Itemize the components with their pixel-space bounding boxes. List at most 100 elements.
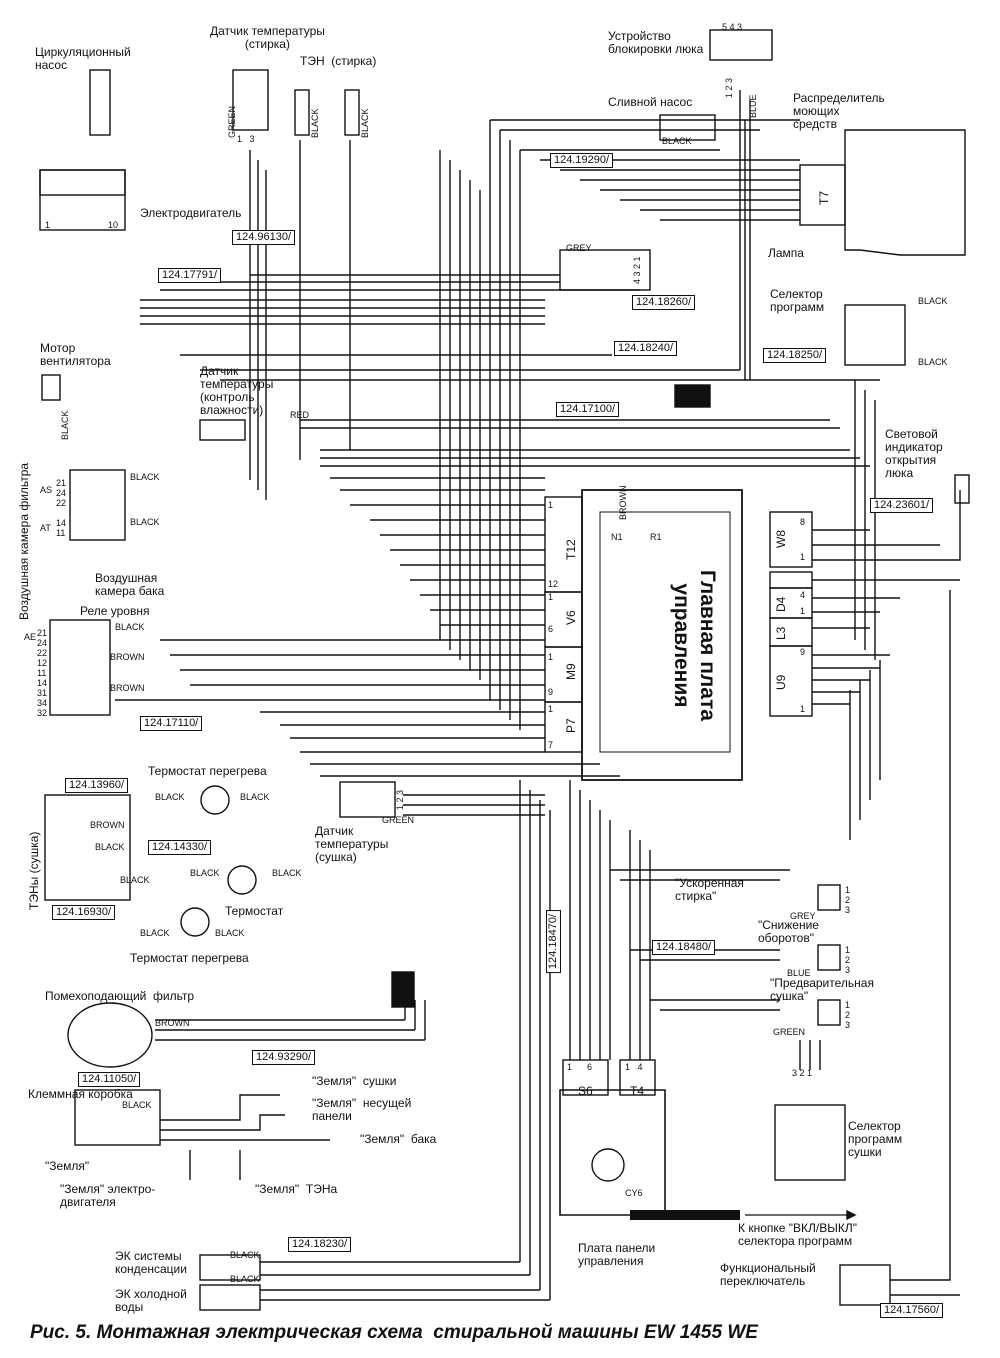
pins-door-lock-top: 5 4 3 [722, 22, 743, 32]
wire-black-ten1: BLACK [310, 108, 320, 138]
code-19290: 124.19290/ [550, 153, 614, 168]
panel-knob [591, 1148, 625, 1182]
code-17110: 124.17110/ [140, 716, 203, 731]
drain-pump-label: Сливной насос [608, 95, 693, 109]
connector-l3-label: L3 [774, 626, 788, 640]
pin-m9-1: 1 [548, 652, 553, 662]
thermostat-label: Термостат [225, 904, 284, 918]
wire-green-drying: GREEN [382, 815, 415, 825]
lamp-connector-shape [559, 249, 651, 291]
speed-reduce-label: "Снижение оборотов" [758, 918, 819, 945]
connector-p7-label: P7 [564, 718, 578, 733]
code-18480: 124.18480/ [652, 940, 716, 955]
pin-v6-1: 1 [548, 592, 553, 602]
pins-drying-temp: 1 2 3 [395, 789, 405, 810]
function-switch-shape [839, 1264, 891, 1306]
pin-u9-1: 1 [800, 704, 805, 714]
fast-wash-switch [817, 884, 841, 911]
connector-d4-label: D4 [774, 596, 788, 612]
connector-t12-label: T12 [564, 539, 578, 560]
main-board-label: Главная плата управления [670, 570, 719, 721]
wire-black-ten-a: BLACK [95, 842, 125, 852]
pin-t12-12: 12 [548, 579, 558, 589]
overheat-thermostat-bottom-label: Термостат перегрева [130, 951, 249, 965]
wire-brown-ten: BROWN [90, 820, 125, 830]
connector-n1-label: N1 [611, 532, 623, 542]
circ-pump-shape [89, 69, 111, 136]
pre-drying-label: "Предварительная сушка" [770, 976, 874, 1003]
wire-green-temp-wash: GREEN [227, 105, 237, 138]
wire-black-ten-b: BLACK [120, 875, 150, 885]
overheat-thermostat-top-shape [200, 785, 230, 815]
pin-d4-4: 4 [800, 590, 805, 600]
ek-condensation-shape [199, 1254, 261, 1281]
code-18250: 124.18250/ [763, 348, 827, 363]
connector-s6-label: S6 [578, 1084, 593, 1098]
function-switch-label: Функциональный переключатель [720, 1261, 816, 1288]
pin-p7-7: 7 [548, 740, 553, 750]
motor-top-shape [39, 169, 126, 196]
ground-panel-label: "Земля" несущей панели [312, 1096, 412, 1123]
circ-pump-label: Циркуляционный насос [35, 45, 131, 72]
pin-t12-1: 1 [548, 500, 553, 510]
connector-p7-block [544, 701, 583, 753]
code-18240: 124.18240/ [614, 341, 678, 356]
thermostat-shape [227, 865, 257, 895]
ten-wash-1-shape [294, 89, 310, 136]
wire-blue-door: BLUE [748, 94, 758, 118]
connector-as-label: AS [40, 485, 53, 495]
fast-wash-label: "Ускоренная стирка" [675, 876, 744, 903]
pins-pre-drying: 1 2 3 [845, 1000, 851, 1030]
ferrite-mid [391, 971, 415, 1008]
lamp-label: Лампа [768, 246, 804, 260]
ferrite-top [674, 384, 711, 408]
fan-motor-shape [41, 374, 61, 401]
pins-drying-selector: 3 2 1 [792, 1068, 813, 1078]
connector-s6-shape [562, 1059, 609, 1096]
connector-w8-label: W8 [774, 530, 788, 548]
pin-numbers: 1 12 1 6 1 9 1 7 8 1 4 1 9 1 1 10 [45, 220, 805, 750]
ten-wash-label: ТЭН (стирка) [300, 54, 377, 68]
pins-speed-reduce: 1 2 3 [845, 945, 851, 975]
wire-black-filter1: BLACK [130, 472, 160, 482]
connector-at-label: AT [40, 523, 51, 533]
ground-ten-label: "Земля" ТЭНа [255, 1182, 338, 1196]
code-23601: 124.23601/ [870, 498, 934, 513]
door-indicator-shape [954, 474, 970, 504]
code-96130: 124.96130/ [232, 230, 296, 245]
wire-black-ek2: BLACK [230, 1274, 260, 1284]
ek-condensation-label: ЭК системы конденсации [115, 1249, 187, 1276]
wire-brown-relay2: BROWN [110, 683, 145, 693]
wire-blue-speed: BLUE [787, 968, 811, 978]
pins-relay-1: 12 11 14 [37, 658, 48, 688]
connector-cy6-label: CY6 [625, 1188, 643, 1198]
code-13960: 124.13960/ [65, 778, 129, 793]
noise-filter-shape [67, 1002, 153, 1068]
code-17791: 124.17791/ [158, 268, 222, 283]
program-selector-label: Селектор программ [770, 287, 825, 314]
door-indicator-label: Световой индикатор открытия люка [885, 427, 943, 480]
pin-p7-1: 1 [548, 704, 553, 714]
wire-black-relay: BLACK [115, 622, 145, 632]
pins-relay-2: 31 34 32 [37, 688, 48, 718]
overheat-thermostat-top-label: Термостат перегрева [148, 764, 267, 778]
connector-small-block [769, 571, 813, 589]
pins-filter-at: 14 11 [56, 518, 67, 538]
code-17100: 124.17100/ [556, 402, 620, 417]
connector-m9-label: M9 [564, 663, 578, 680]
ten-wash-2-shape [344, 89, 360, 136]
wire-grey-fast: GREY [790, 911, 816, 921]
terminal-box-label: Клеммная коробка [28, 1087, 133, 1101]
wire-black-oh2: BLACK [240, 792, 270, 802]
pin-w8-8: 8 [800, 517, 805, 527]
noise-filter-label: Помехоподающий фильтр [45, 989, 195, 1003]
temp-humidity-shape [199, 419, 246, 441]
drying-selector-shape [774, 1104, 846, 1181]
air-filter-label: Воздушная камера фильтра [17, 462, 31, 620]
level-relay-block [49, 619, 111, 716]
code-14330: 124.14330/ [148, 840, 212, 855]
code-18470: 124.18470/ [546, 910, 561, 974]
connector-v6-label: V6 [564, 610, 578, 625]
onoff-button-label: К кнопке "ВКЛ/ВЫКЛ" селектора программ [738, 1221, 857, 1248]
